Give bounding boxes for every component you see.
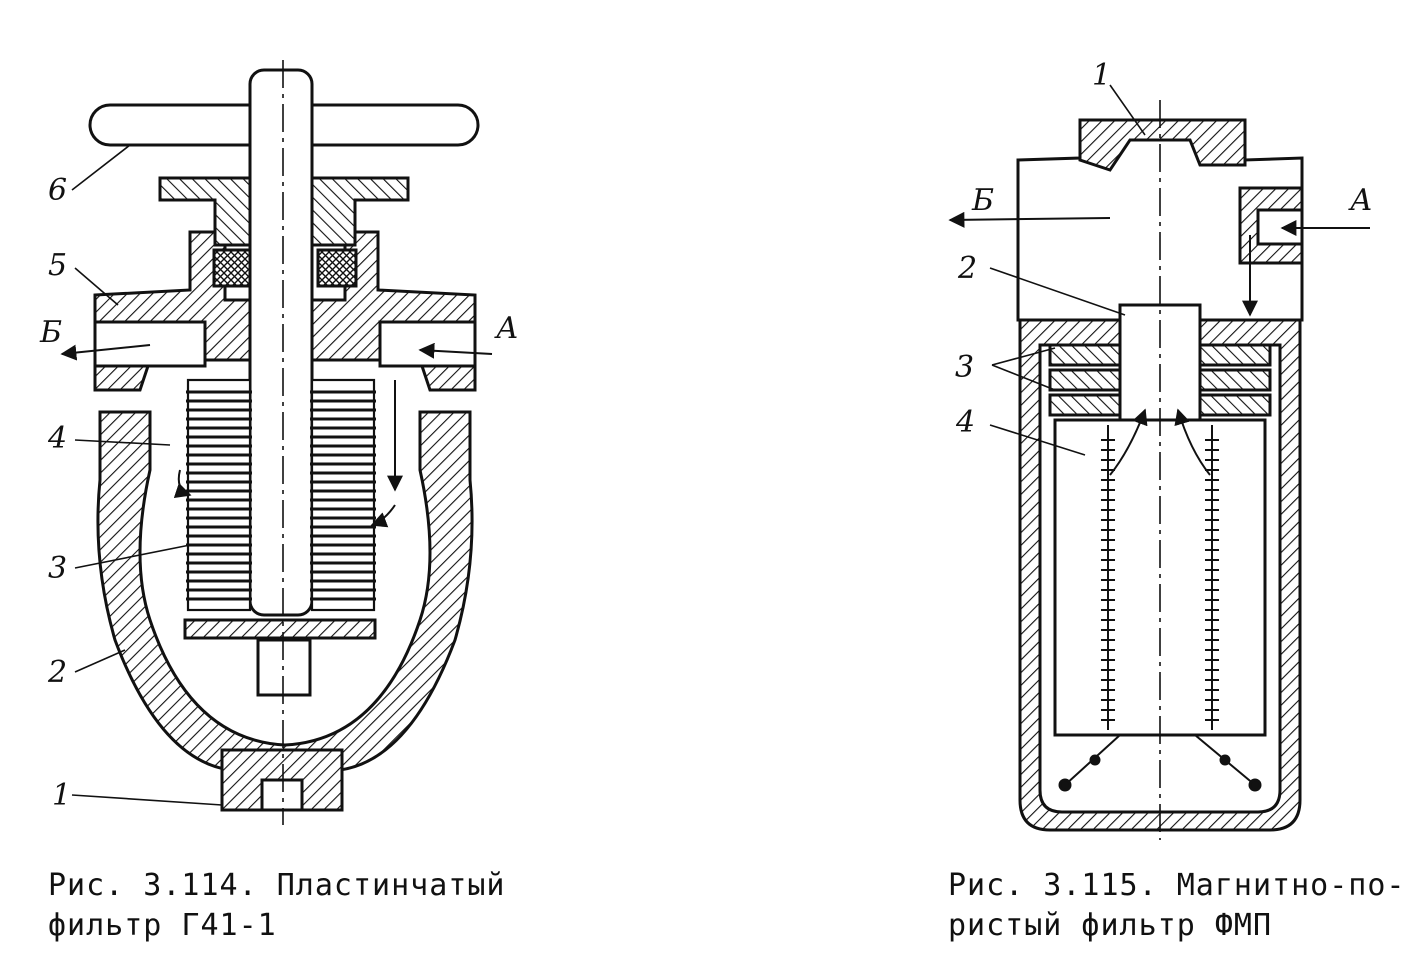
port-out-label: Б — [971, 183, 994, 218]
label-5: 5 — [48, 248, 67, 283]
figure-3-115-caption: Рис. 3.115. Магнитно-по- ристый фильтр Ф… — [948, 866, 1408, 946]
port-in-label: А — [494, 311, 519, 346]
spindle-nut — [256, 638, 312, 697]
caption-line: ристый фильтр ФМП — [948, 908, 1273, 943]
seal-packing — [212, 248, 254, 288]
plate-filter-drawing — [60, 60, 493, 825]
port-in-label: А — [1348, 183, 1373, 218]
bowl-shell — [96, 410, 474, 772]
magnetic-filter-labels: 1 2 3 4 Б А — [955, 58, 1373, 440]
magnet-rings — [1048, 343, 1272, 417]
plate-filter-labels: 6 5 4 3 2 1 Б А — [39, 173, 519, 813]
label-1: 1 — [52, 778, 71, 813]
label-6: 6 — [48, 173, 67, 208]
label-4: 4 — [955, 405, 975, 440]
caption-line: фильтр Г41-1 — [48, 908, 277, 943]
port-out-label: Б — [39, 315, 62, 350]
caption-line: Рис. 3.114. Пластинчатый — [48, 868, 506, 903]
spindle — [248, 68, 314, 617]
label-3: 3 — [955, 350, 974, 385]
label-3: 3 — [48, 551, 67, 586]
magnetic-filter-drawing — [948, 84, 1370, 840]
label-1: 1 — [1092, 58, 1111, 93]
caption-line: Рис. 3.115. Магнитно-по- — [948, 868, 1406, 903]
bottom-washer — [183, 618, 377, 640]
label-2: 2 — [957, 251, 977, 286]
label-4: 4 — [47, 421, 67, 456]
label-2: 2 — [47, 655, 67, 690]
figure-3-114-caption: Рис. 3.114. Пластинчатый фильтр Г41-1 — [48, 866, 568, 946]
